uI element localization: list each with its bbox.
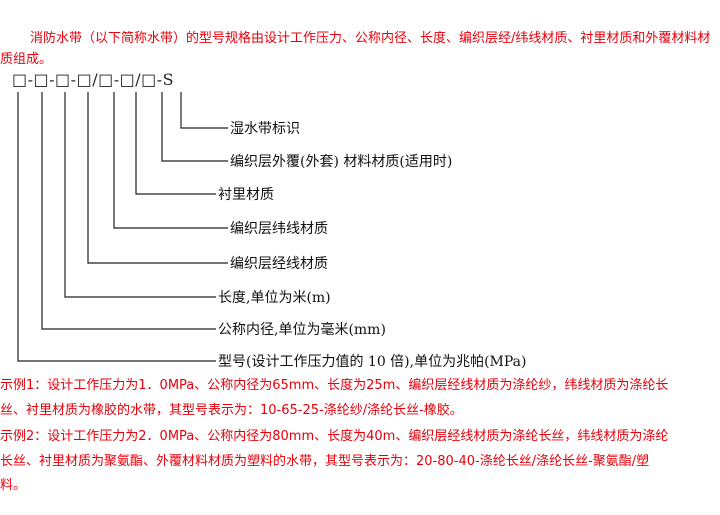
connector-line (64, 92, 216, 298)
model-code-pattern: □-□-□-□/□-□/□-S (12, 70, 175, 89)
label-cover-material: 编织层外覆(外套) 材料材质(适用时) (230, 154, 453, 170)
intro-text: 消防水带（以下简称水带）的型号规格由设计工作压力、公称内径、长度、编织层经/纬线… (0, 31, 711, 67)
connector-line (161, 92, 228, 162)
label-lining-material: 衬里材质 (218, 187, 274, 203)
connector-line (180, 92, 228, 129)
label-length: 长度,单位为米(m) (218, 290, 331, 306)
connector-line (135, 92, 216, 195)
connector-line (87, 92, 228, 264)
example-1-line-1: 示例1：设计工作压力为1．0MPa、公称内径为65mm、长度为25m、编织层经线… (0, 378, 669, 393)
connector-line (41, 92, 216, 330)
example-2-line-3: 料。 (0, 478, 27, 493)
label-wet-hose: 湿水带标识 (230, 121, 300, 137)
connector-line (17, 92, 216, 362)
example-2-line-1: 示例2：设计工作压力为2．0MPa、公称内径为80mm、长度为40m、编织层经线… (0, 429, 669, 444)
example-2-line-2: 长丝、衬里材质为聚氨酯、外覆材料材质为塑料的水带，其型号表示为：20-80-40… (0, 454, 650, 469)
label-pressure-model: 型号(设计工作压力值的 10 倍),单位为兆帕(MPa) (218, 354, 527, 370)
intro-paragraph: 消防水带（以下简称水带）的型号规格由设计工作压力、公称内径、长度、编织层经/纬线… (0, 28, 720, 70)
label-diameter: 公称内径,单位为毫米(mm) (218, 322, 386, 338)
example-1-line-2: 丝、衬里材质为橡胶的水带，其型号表示为：10-65-25-涤纶纱/涤纶长丝-橡胶… (0, 403, 463, 418)
connector-line (113, 92, 228, 229)
label-warp-material: 编织层经线材质 (230, 256, 328, 272)
label-weft-material: 编织层纬线材质 (230, 221, 328, 237)
